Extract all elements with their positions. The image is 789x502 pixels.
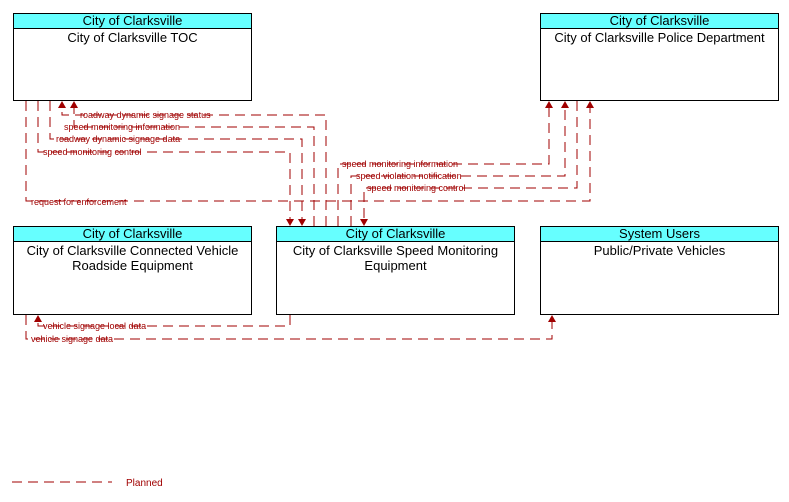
node-police-title: City of Clarksville Police Department — [554, 30, 765, 45]
node-vehicles: System Users Public/Private Vehicles — [540, 226, 779, 315]
label-speed-monitoring-information-toc: speed monitoring information — [64, 122, 180, 132]
node-vehicles-title: Public/Private Vehicles — [593, 243, 726, 258]
flow-vehicle-signage-data: vehicle signage data — [25, 315, 556, 344]
node-police: City of Clarksville City of Clarksville … — [540, 13, 779, 101]
node-speed-mon-title: City of Clarksville Speed Monitoring Equ… — [292, 243, 499, 273]
flow-roadway-dynamic-signage-status: roadway dynamic signage status — [58, 101, 327, 226]
label-speed-monitoring-control-toc: speed monitoring control — [43, 147, 142, 157]
node-cv-rse: City of Clarksville City of Clarksville … — [13, 226, 252, 315]
label-speed-monitoring-information-police: speed monitoring information — [342, 159, 458, 169]
label-vehicle-signage-data: vehicle signage data — [31, 334, 113, 344]
legend-planned-label: Planned — [126, 478, 163, 489]
flow-speed-monitoring-information-toc: speed monitoring information — [64, 101, 315, 226]
flow-speed-monitoring-information-police: speed monitoring information — [337, 101, 553, 226]
node-speed-mon: City of Clarksville City of Clarksville … — [276, 226, 515, 315]
label-request-for-enforcement: request for enforcement — [31, 197, 127, 207]
node-cv-rse-header: City of Clarksville — [14, 227, 251, 242]
node-toc: City of Clarksville City of Clarksville … — [13, 13, 252, 101]
node-cv-rse-title: City of Clarksville Connected Vehicle Ro… — [26, 243, 239, 273]
flow-roadway-dynamic-signage-data: roadway dynamic signage data — [49, 101, 306, 226]
flow-speed-monitoring-control-toc: speed monitoring control — [37, 101, 294, 226]
node-vehicles-header: System Users — [541, 227, 778, 242]
node-toc-header: City of Clarksville — [14, 14, 251, 29]
node-police-header: City of Clarksville — [541, 14, 778, 29]
label-speed-violation-notification: speed violation notification — [356, 171, 462, 181]
flow-vehicle-signage-local-data: vehicle signage local data — [34, 315, 291, 331]
node-speed-mon-header: City of Clarksville — [277, 227, 514, 242]
label-roadway-dynamic-signage-data: roadway dynamic signage data — [56, 134, 180, 144]
label-vehicle-signage-local-data: vehicle signage local data — [43, 321, 146, 331]
label-speed-monitoring-control-police: speed monitoring control — [367, 183, 466, 193]
flow-request-for-enforcement: request for enforcement — [25, 101, 594, 207]
flow-speed-monitoring-control-police: speed monitoring control — [360, 101, 578, 226]
legend: Planned — [12, 478, 163, 489]
label-roadway-dynamic-signage-status: roadway dynamic signage status — [80, 110, 211, 120]
node-toc-title: City of Clarksville TOC — [67, 30, 198, 45]
